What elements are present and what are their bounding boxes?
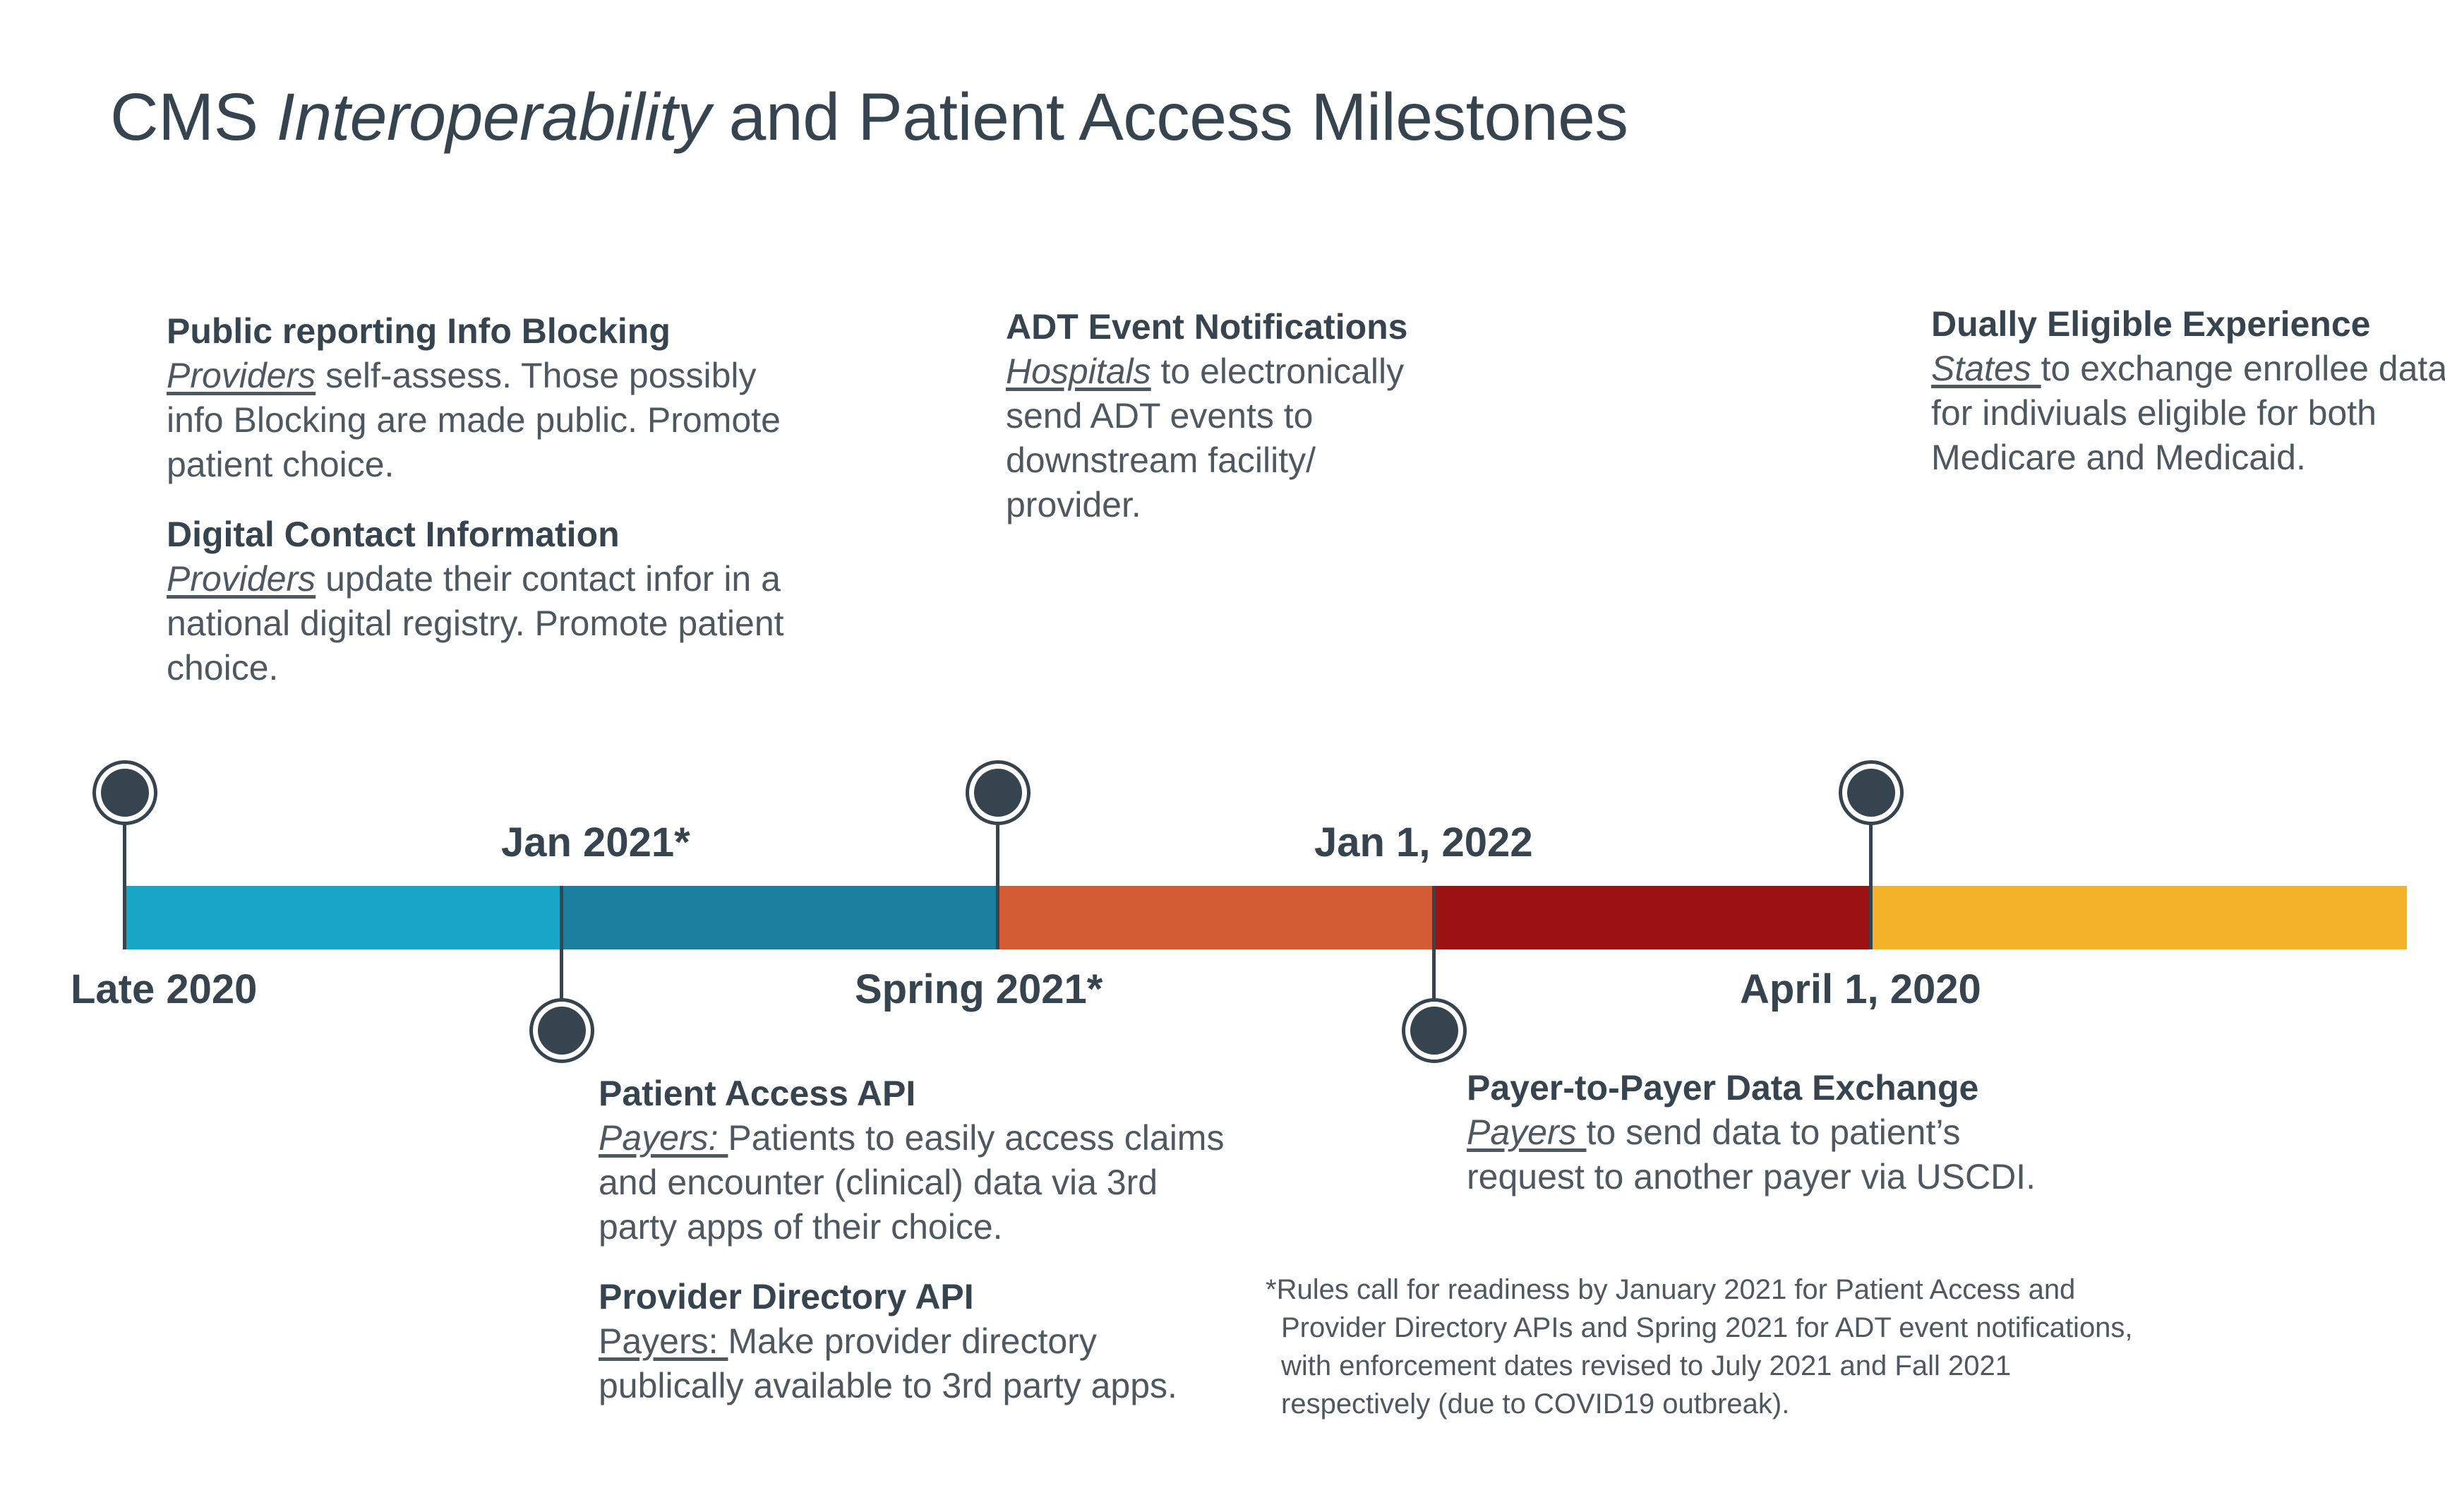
milestone-marker-spring-2021 [966, 760, 1031, 825]
timeline-segment-2 [561, 886, 997, 949]
description-line: info Blocking are made public. Promote [167, 400, 781, 440]
marker-stem [123, 824, 126, 949]
description-line: and encounter (clinical) data via 3rd [599, 1163, 1158, 1202]
description-line: Make provider directory [728, 1321, 1097, 1361]
milestone-marker-jan-2022 [1402, 998, 1467, 1063]
footnote-line: *Rules call for readiness by January 202… [1266, 1274, 2076, 1305]
title-part-1: CMS [110, 80, 277, 155]
milestone-heading: Provider Directory API [599, 1277, 974, 1316]
footnote-line: with enforcement dates revised to July 2… [1281, 1350, 2011, 1381]
milestone-marker-jan-2021 [529, 998, 594, 1063]
milestone-description: Hospitals to electronically send ADT eve… [1006, 349, 1500, 527]
footnote-line: respectively (due to COVID19 outbreak). [1281, 1388, 1790, 1420]
milestone-actor: Payers [1467, 1112, 1587, 1152]
description-line: national digital registry. Promote patie… [167, 604, 784, 643]
description-line: request to another payer via USCDI. [1467, 1157, 2036, 1196]
marker-stem [996, 824, 999, 949]
description-line: Medicare and Medicaid. [1931, 438, 2306, 477]
milestone-payer-to-payer: Payer-to-Payer Data Exchange Payers to s… [1467, 1066, 2144, 1199]
timeline-segment-3 [997, 886, 1434, 949]
milestone-heading: Dually Eligible Experience [1931, 304, 2371, 344]
milestone-description: Payers: Patients to easily access claims… [599, 1116, 1276, 1249]
milestone-marker-late-2020 [92, 760, 157, 825]
page-title: CMS Interoperability and Patient Access … [110, 79, 1628, 156]
milestone-heading: Digital Contact Information [167, 515, 620, 554]
description-line: patient choice. [167, 445, 395, 484]
milestone-dually-eligible: Dually Eligible Experience States to exc… [1931, 302, 2445, 480]
milestone-description: Providers update their contact infor in … [167, 557, 858, 690]
marker-stem [1869, 824, 1873, 949]
description-line: to exchange enrollee data [2041, 349, 2445, 388]
description-line: provider. [1006, 485, 1141, 524]
milestone-description: Payers: Make provider directory publical… [599, 1319, 1276, 1408]
milestone-description: Providers self-assess. Those possibly in… [167, 354, 858, 487]
timeline-segment-5 [1870, 886, 2407, 949]
date-label-spring-2021: Spring 2021* [855, 966, 1103, 1012]
description-line: update their contact infor in a [316, 559, 781, 599]
description-line: party apps of their choice. [599, 1207, 1003, 1247]
timeline-segment-4 [1434, 886, 1870, 949]
milestone-description: Payers to send data to patient’s request… [1467, 1110, 2144, 1199]
description-line: send ADT events to [1006, 396, 1314, 436]
milestone-info-blocking: Public reporting Info Blocking Providers… [167, 309, 858, 690]
timeline-segment-1 [124, 886, 561, 949]
description-line: Patients to easily access claims [728, 1118, 1225, 1158]
milestone-heading: Payer-to-Payer Data Exchange [1467, 1068, 1979, 1108]
date-label-late-2020: Late 2020 [71, 966, 258, 1012]
milestone-marker-april-2020 [1839, 760, 1904, 825]
description-line: for indiviuals eligible for both [1931, 393, 2377, 433]
milestone-heading: Patient Access API [599, 1074, 916, 1113]
milestone-actor: Hospitals [1006, 352, 1151, 391]
description-line: self-assess. Those possibly [316, 356, 757, 395]
description-line: choice. [167, 648, 279, 688]
description-line: downstream facility/ [1006, 440, 1316, 480]
footnote-line: Provider Directory APIs and Spring 2021 … [1281, 1312, 2133, 1343]
milestone-actor: States [1931, 349, 2041, 388]
milestone-adt-notifications: ADT Event Notifications Hospitals to ele… [1006, 305, 1500, 527]
milestone-actor: Payers: [599, 1118, 728, 1158]
milestone-patient-access-api: Patient Access API Payers: Patients to e… [599, 1072, 1276, 1408]
footnote: *Rules call for readiness by January 202… [1266, 1271, 2133, 1423]
description-line: publically available to 3rd party apps. [599, 1366, 1177, 1405]
title-italic: Interoperability [276, 80, 711, 155]
milestone-actor: Providers [167, 356, 316, 395]
milestone-actor: Payers: [599, 1321, 728, 1361]
milestone-actor: Providers [167, 559, 316, 599]
milestone-description: States to exchange enrollee data for ind… [1931, 347, 2445, 480]
date-label-april-2020: April 1, 2020 [1740, 966, 1981, 1012]
milestone-heading: ADT Event Notifications [1006, 307, 1408, 347]
title-part-2: and Patient Access Milestones [710, 80, 1628, 155]
milestone-heading: Public reporting Info Blocking [167, 311, 671, 351]
marker-stem [560, 886, 563, 1000]
description-line: to electronically [1151, 352, 1405, 391]
marker-stem [1432, 886, 1436, 1000]
description-line: to send data to patient’s [1586, 1112, 1961, 1152]
date-label-jan-2021: Jan 2021* [501, 820, 690, 865]
date-label-jan-2022: Jan 1, 2022 [1314, 820, 1533, 865]
